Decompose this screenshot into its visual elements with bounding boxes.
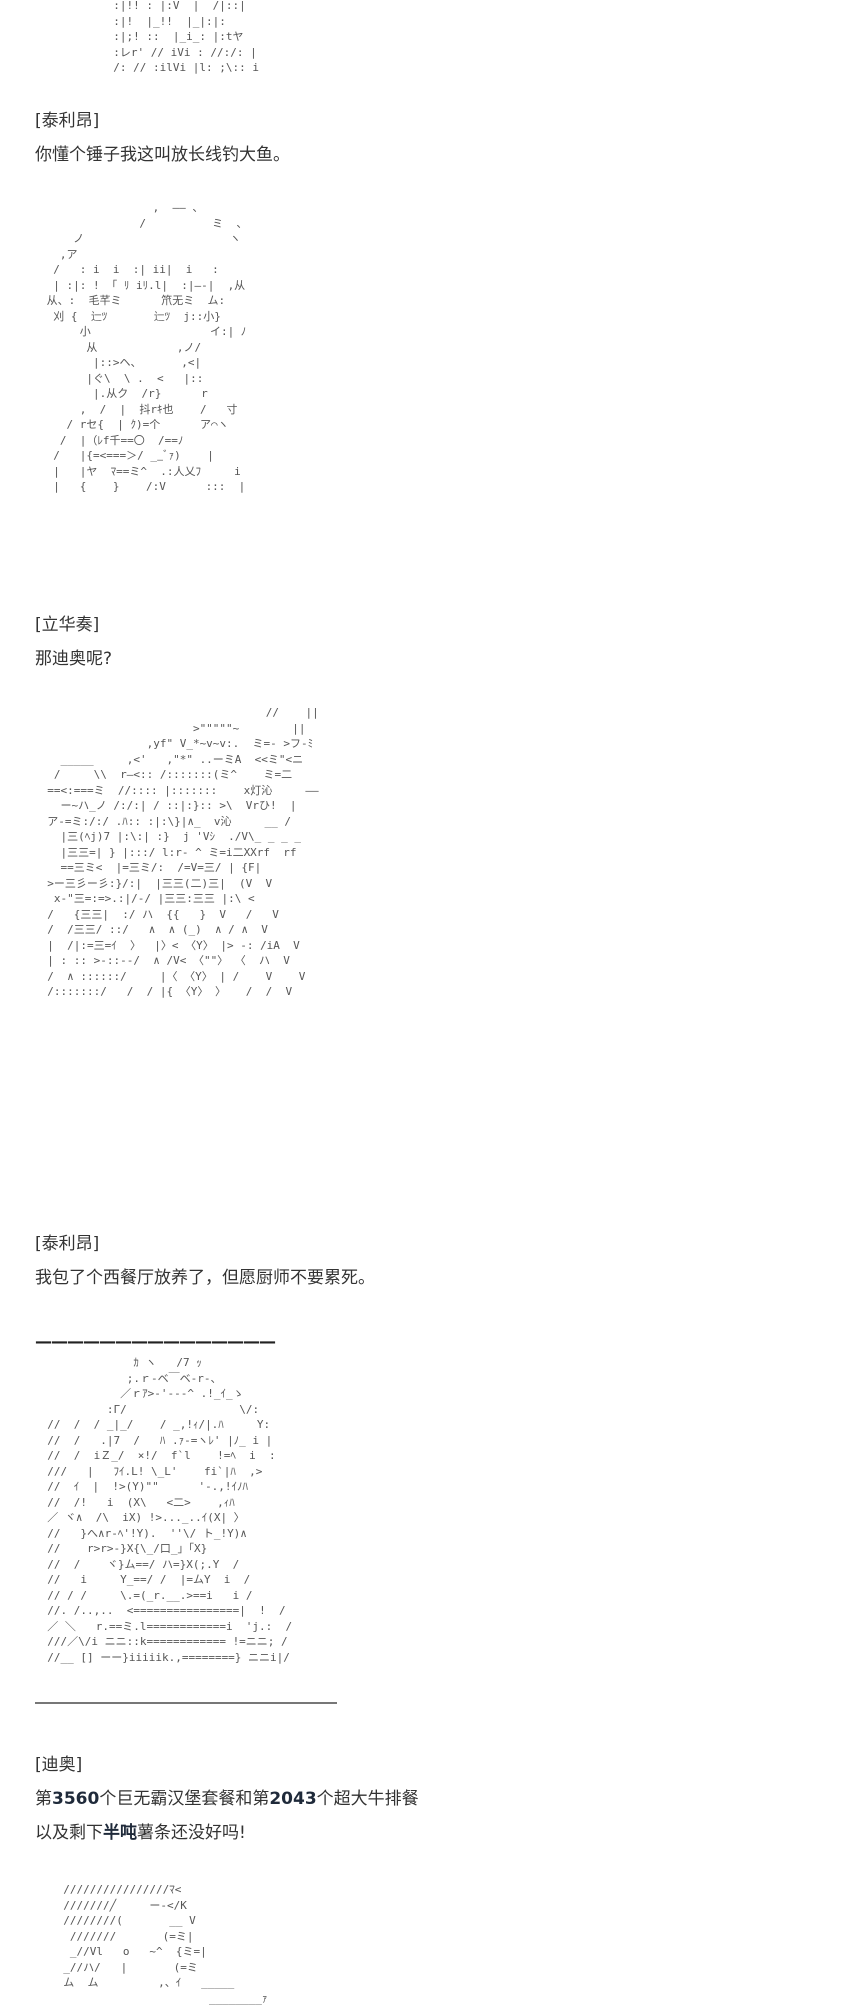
ascii-art: // || >"""""~ || ,yf" V_*~v~v:. ミ=- >フ-ﾐ… [47, 706, 319, 998]
speaker-label: [泰利昂] [35, 111, 100, 131]
dialogue-line: 那迪奥呢? [35, 649, 113, 669]
speaker-label: [泰利昂] [35, 1234, 100, 1254]
divider-line: ——————————————— [35, 1332, 276, 1352]
dialogue-line: 你懂个锤子我这叫放长线钓大鱼。 [35, 145, 290, 165]
ascii-art: :|!! : |:V | /|::| :|! |_!! |_|:|: :|;! … [113, 0, 259, 74]
dialogue-line: 第3560个巨无霸汉堡套餐和第2043个超大牛排餐 [35, 1789, 419, 1809]
ascii-art: ////////////////ﾏ< ///////╱ ー-</K //////… [63, 1883, 268, 2005]
dialogue-line: 我包了个西餐厅放养了，但愿厨师不要累死。 [35, 1268, 375, 1288]
ascii-art: ｶ ヽ /7 ｯ ;.ｒ-ベ￣ベ-r-、 ／ｒｱ>-'---^ .!_ｲ_ゝ :… [47, 1356, 293, 1664]
speaker-label: [立华奏] [35, 615, 100, 635]
dialogue-line: 以及剩下半吨薯条还没好吗! [35, 1823, 246, 1843]
ascii-art: , ―― 、 / ミ 、 ノ ヽ ,ア / : i i :| ii| i : |… [46, 201, 248, 493]
speaker-label: [迪奥] [35, 1755, 83, 1775]
ground-line [35, 1702, 337, 1704]
